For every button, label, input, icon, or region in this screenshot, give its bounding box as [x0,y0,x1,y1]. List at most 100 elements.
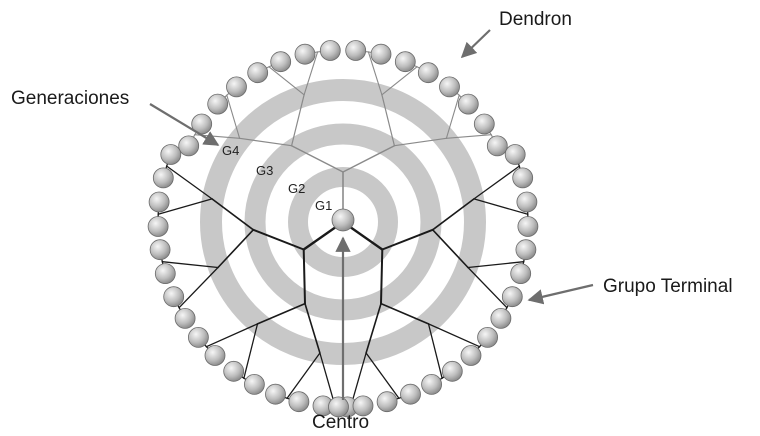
terminal-group-sphere [152,167,174,189]
dendron-branch [473,165,520,200]
generation-label-g2: G2 [288,181,305,196]
dendron-branch [290,144,344,173]
terminal-group-sphere [394,51,416,73]
generation-label-g1: G1 [315,198,332,213]
terminal-group-sphere [247,62,269,84]
terminal-group-sphere [319,40,341,61]
generaciones-label: Generaciones [11,88,129,109]
terminal-group-sphere [517,216,539,237]
dendron-branch [467,261,525,269]
terminal-group-sphere [223,360,245,382]
terminal-group-sphere [187,326,209,348]
dendron-branch [157,198,213,215]
terminal-group-sphere [352,395,374,417]
centro-label: Centro [312,412,369,433]
generaciones-arrow [149,103,220,146]
dendron-branch [427,323,481,348]
dendron-branch [445,134,492,139]
terminal-group-sphere [163,286,185,308]
terminal-group-sphere [512,167,534,189]
dendron-branch [268,66,305,96]
terminal-group-sphere [148,191,170,213]
dendron-arrow [460,29,491,59]
dendron-branch [350,352,367,408]
terminal-group-sphere [441,360,463,382]
dendron-branch [367,51,383,96]
dendron-branch [445,94,460,139]
terminal-group-sphere [294,43,316,65]
terminal-group-sphere [486,135,508,157]
dendron-branch [161,261,219,269]
grupo-terminal-label: Grupo Terminal [603,276,733,297]
dendron-branch [303,51,319,96]
terminal-group-sphere [207,93,229,115]
dendron-branch [365,302,382,354]
terminal-group-sphere [265,383,286,405]
dendron-label: Dendron [499,9,572,30]
dendron-branch [211,198,255,231]
dendron-branch [427,323,443,379]
terminal-group-sphere [439,76,460,98]
terminal-group-sphere [400,383,421,405]
terminal-group-sphere [457,93,479,115]
dendron-branch [381,228,434,251]
terminal-group-sphere [328,396,349,418]
terminal-group-sphere [160,144,182,165]
dendron-branch [205,323,259,348]
terminal-group-sphere [154,263,176,285]
dendron-branch [473,198,529,215]
dendron-branch [365,352,400,399]
terminal-group-sphere [243,373,265,395]
terminal-group-sphere [147,216,169,237]
terminal-group-sphere [477,326,499,348]
terminal-group-sphere [288,391,310,413]
terminal-group-sphere [473,113,495,135]
terminal-group-sphere [204,345,226,366]
terminal-group-sphere [510,263,532,285]
dendron-branch [226,94,241,139]
dendron-branch [381,66,418,96]
terminal-groups [147,40,539,418]
dendron-branch [256,302,306,325]
dendron-branch [467,266,508,309]
terminal-group-sphere [504,144,526,165]
dendron-branch [243,323,259,379]
dendron-branch [291,94,305,147]
dendron-branch [302,248,306,305]
terminal-group-sphere [270,51,292,73]
dendron-branch [166,165,213,200]
terminal-group-sphere [460,345,482,366]
dendron-branch [431,198,475,231]
dendron-branch [252,228,305,251]
generation-label-g3: G3 [256,163,273,178]
grupo-terminal-arrow [527,283,594,305]
dendron-branch [319,352,336,408]
terminal-group-sphere [515,239,537,261]
terminal-group-sphere [149,239,171,261]
terminal-group-sphere [417,62,439,84]
dendron-branch [381,94,395,147]
dendron-branch [342,144,396,173]
terminal-group-sphere [178,135,200,157]
dendron-branch [178,266,219,309]
terminal-group-sphere [370,43,392,65]
terminal-group-sphere [501,286,523,308]
terminal-group-sphere [490,307,512,329]
terminal-group-sphere [376,391,398,413]
core-sphere [331,208,355,232]
terminal-group-sphere [226,76,247,98]
terminal-group-sphere [516,191,538,213]
dendron-branch [393,137,447,147]
dendron-branch [286,352,321,399]
dendron-branch [304,302,321,354]
generation-label-g4: G4 [222,143,239,158]
dendron-branch [380,302,430,325]
terminal-group-sphere [174,307,196,329]
dendron-branch [217,229,255,269]
terminal-group-sphere [421,373,443,395]
dendron-branch [431,229,469,269]
terminal-group-sphere [345,40,367,61]
dendron-branch [239,137,293,147]
